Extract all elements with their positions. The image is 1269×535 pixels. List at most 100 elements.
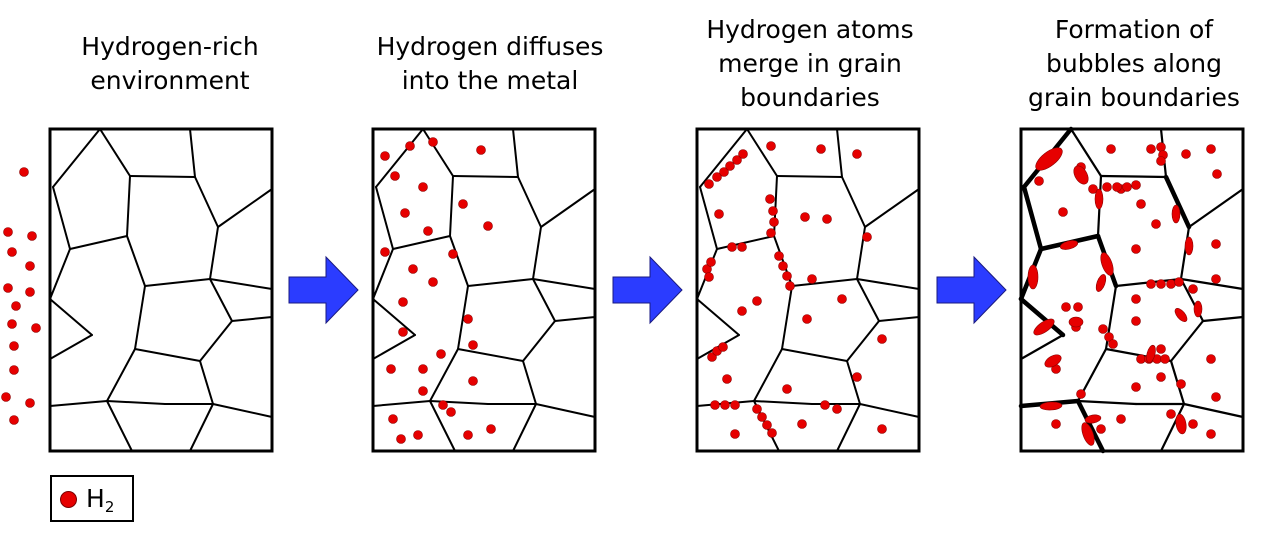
- hydrogen-atom: [720, 400, 730, 410]
- hydrogen-atom: [396, 434, 406, 444]
- hydrogen-molecule: [19, 167, 29, 177]
- panel-4-title-line-3: grain boundaries: [1028, 83, 1240, 112]
- hydrogen-atom: [710, 400, 720, 410]
- hydrogen-atom: [752, 404, 762, 414]
- hydrogen-atom: [725, 161, 735, 171]
- hydrogen-bubble: [1039, 401, 1063, 411]
- panel-3-frame: [695, 127, 921, 453]
- grain-boundary: [1179, 277, 1245, 291]
- hydrogen-atom: [768, 206, 778, 216]
- grain-boundary: [753, 400, 813, 405]
- hydrogen-bubble: [1171, 204, 1181, 224]
- grain-boundary: [1159, 402, 1186, 453]
- hydrogen-atom: [388, 414, 398, 424]
- hydrogen-bubble: [1146, 344, 1156, 364]
- hydrogen-atom: [704, 272, 714, 282]
- grain-boundary: [49, 334, 93, 360]
- grain-boundary: [457, 285, 469, 350]
- hydrogen-bubble: [1068, 316, 1084, 328]
- hydrogen-atom: [1116, 414, 1126, 424]
- hydrogen-atom: [408, 264, 418, 274]
- hydrogen-atom: [877, 334, 887, 344]
- panel-1-title-line-1: Hydrogen-rich: [81, 32, 259, 61]
- hydrogen-atom: [463, 430, 473, 440]
- panel-3: [695, 127, 921, 453]
- grain-boundary: [1069, 127, 1103, 178]
- hydrogen-atom: [765, 194, 775, 204]
- grain-boundary: [1187, 187, 1245, 229]
- hydrogen-atom: [1156, 344, 1166, 354]
- hydrogen-atom: [1146, 279, 1156, 289]
- hydrogen-atom: [1156, 142, 1166, 152]
- grain-boundary: [422, 128, 454, 177]
- hydrogen-atom: [1166, 279, 1176, 289]
- hydrogen-bubble: [1094, 188, 1104, 210]
- grain-boundary: [194, 176, 219, 228]
- hydrogen-bubble: [1081, 422, 1095, 446]
- grain-boundary: [231, 316, 273, 322]
- hydrogen-atom: [1131, 382, 1141, 392]
- hydrogen-atom: [820, 400, 830, 410]
- hydrogen-atom: [1211, 274, 1221, 284]
- panel-2-hydrogen: [380, 137, 496, 444]
- grain-boundary: [429, 400, 489, 405]
- hydrogen-atom: [767, 428, 777, 438]
- grain-boundary: [189, 403, 214, 452]
- panel-3-title: Hydrogen atoms merge in grain boundaries: [680, 13, 940, 115]
- hydrogen-atom: [730, 429, 740, 439]
- hydrogen-atom: [837, 294, 847, 304]
- grain-boundary: [699, 186, 718, 250]
- hydrogen-atom: [1206, 429, 1216, 439]
- hydrogen-bubble: [1184, 236, 1194, 256]
- external-hydrogen-molecules: [1, 167, 41, 425]
- grain-boundary: [449, 175, 454, 237]
- hydrogen-atom: [398, 327, 408, 337]
- hydrogen-molecule: [7, 319, 17, 329]
- hydrogen-atom: [766, 141, 776, 151]
- hydrogen-atom: [722, 374, 732, 384]
- grain-boundary: [532, 226, 542, 280]
- hydrogen-atom: [757, 412, 767, 422]
- hydrogen-atom: [400, 208, 410, 218]
- grain-boundary: [126, 175, 131, 237]
- process-arrow-3: [936, 255, 1007, 325]
- grain-boundary: [372, 298, 416, 336]
- grain-boundary-thick: [1021, 184, 1044, 252]
- grain-boundary: [512, 128, 519, 178]
- hydrogen-molecule: [25, 261, 35, 271]
- grain-boundary: [846, 320, 880, 362]
- hydrogen-atom: [752, 296, 762, 306]
- panel-4-grain-boundaries: [1018, 126, 1245, 454]
- hydrogen-atom: [1102, 182, 1112, 192]
- hydrogen-atom: [802, 314, 812, 324]
- hydrogen-atom: [1188, 284, 1198, 294]
- hydrogen-bubble: [1100, 252, 1114, 276]
- hydrogen-bubble: [1084, 414, 1102, 424]
- grain-boundary: [467, 278, 534, 287]
- hydrogen-atom: [732, 155, 742, 165]
- hydrogen-atom: [704, 179, 714, 189]
- grain-boundary: [1201, 315, 1245, 323]
- grain-boundary: [429, 348, 459, 402]
- hydrogen-atom: [1156, 279, 1166, 289]
- hydrogen-atom: [446, 407, 456, 417]
- grain-boundary: [512, 403, 537, 452]
- hydrogen-atom: [785, 281, 795, 291]
- grain-boundary: [49, 248, 71, 300]
- hydrogen-molecule: [9, 341, 19, 351]
- grain-boundary: [1019, 333, 1065, 361]
- grain-boundary: [696, 298, 740, 336]
- hydrogen-atom: [380, 151, 390, 161]
- panel-4-hydrogen: [1034, 142, 1222, 439]
- hydrogen-atom: [706, 257, 716, 267]
- hydrogen-atom: [428, 137, 438, 147]
- grain-boundary: [189, 128, 196, 178]
- process-arrow-1: [288, 255, 359, 325]
- hydrogen-atom: [1073, 302, 1083, 312]
- hydrogen-atom: [714, 209, 724, 219]
- hydrogen-bubble: [1035, 147, 1063, 171]
- grain-boundary: [791, 278, 858, 287]
- hydrogen-atom: [468, 376, 478, 386]
- hydrogen-atom: [418, 182, 428, 192]
- grain-boundary: [781, 348, 848, 362]
